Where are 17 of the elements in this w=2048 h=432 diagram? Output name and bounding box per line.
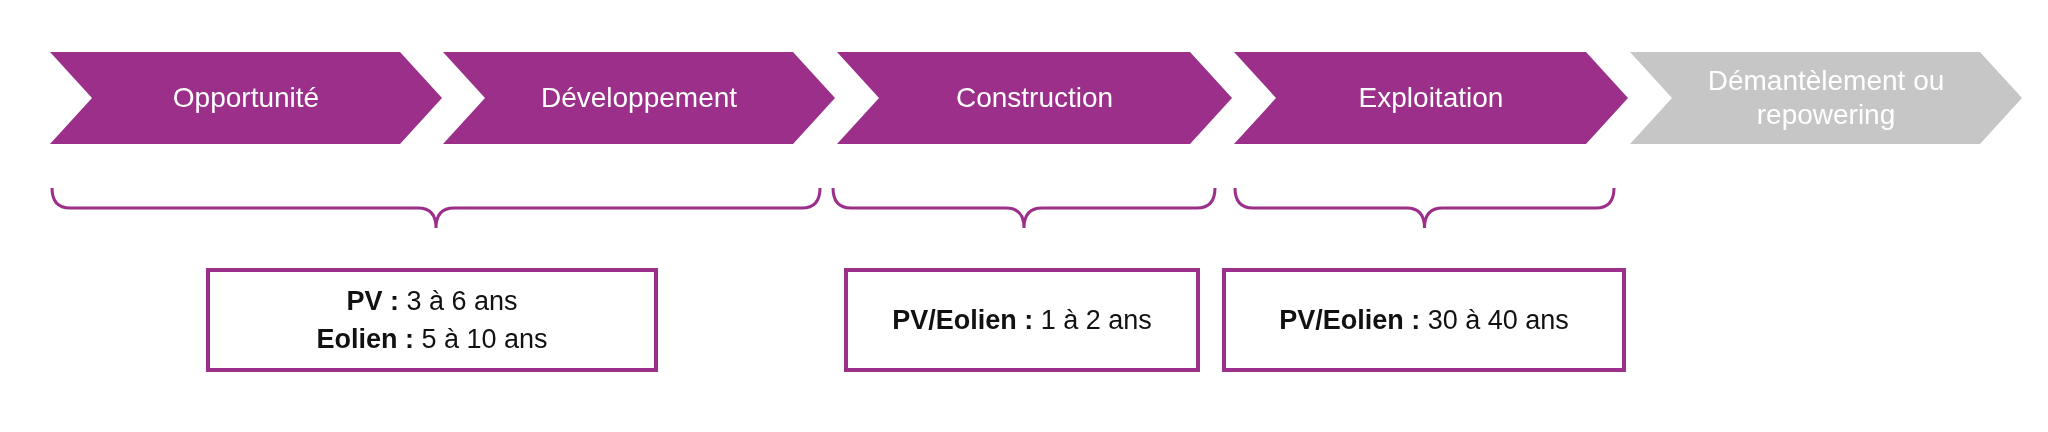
duration-box [206, 268, 658, 372]
step-label: Développement [539, 81, 739, 115]
duration-box [1222, 268, 1626, 372]
step-label: Construction [954, 81, 1115, 115]
duration-text: Eolien : 5 à 10 ans [316, 323, 548, 356]
step-label: Exploitation [1357, 81, 1505, 115]
step-label: Démantèlement ou repowering [1706, 64, 1946, 132]
chevron-step [1630, 52, 2022, 144]
duration-text: PV/Eolien : 1 à 2 ans [892, 304, 1152, 337]
duration-text: PV : 3 à 6 ans [346, 285, 518, 318]
duration-box [844, 268, 1200, 372]
step-label: Opportunité [171, 81, 321, 115]
chevron-step [50, 52, 442, 144]
chevron-step [443, 52, 835, 144]
duration-text: PV/Eolien : 30 à 40 ans [1279, 304, 1569, 337]
chevron-step [1234, 52, 1628, 144]
chevron-step [837, 52, 1232, 144]
